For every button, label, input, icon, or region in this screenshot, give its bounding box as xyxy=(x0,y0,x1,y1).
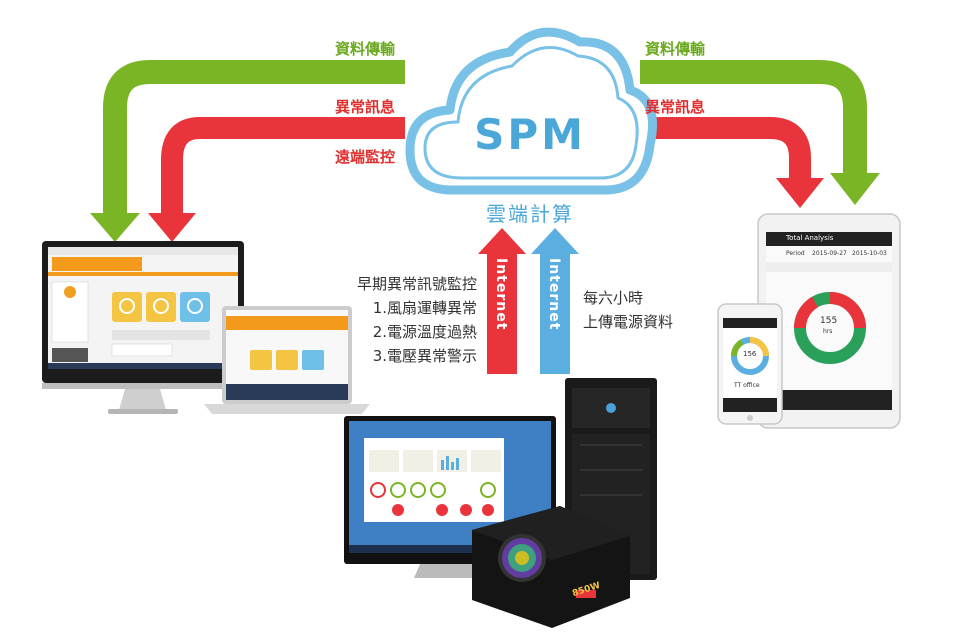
internet-uplink-blue-arrow xyxy=(531,228,579,374)
left-remote-monitor-label: 遠端監控 xyxy=(335,148,396,166)
internet-uplink-red-arrow xyxy=(478,228,526,374)
right-data-transfer-label: 資料傳輸 xyxy=(645,40,706,58)
upload-interval-note: 每六小時 xyxy=(583,289,644,307)
right-red-arrow xyxy=(640,117,824,208)
internet-label-right: Internet xyxy=(546,258,562,331)
internet-label-left: Internet xyxy=(493,258,509,331)
spm-cloud xyxy=(405,27,657,195)
early-warning-notes: 早期異常訊號監控 1.風扇運轉異常 2.電源溫度過熱 3.電壓異常警示 xyxy=(332,272,477,368)
fan-abnormal-note: 1.風扇運轉異常 xyxy=(372,299,477,317)
power-supply-unit xyxy=(472,506,630,628)
phone-center-value: 156 xyxy=(743,350,757,358)
voltage-alert-note: 3.電壓異常警示 xyxy=(372,347,477,365)
cloud-caption: 雲端計算 xyxy=(486,202,574,226)
left-green-arrow xyxy=(90,60,405,242)
tablet-date-to: 2015-10-03 xyxy=(852,250,887,257)
laptop xyxy=(204,306,370,414)
left-alert-label: 異常訊息 xyxy=(335,98,396,116)
left-data-transfer-label: 資料傳輸 xyxy=(335,40,396,58)
tablet-center-value: 155 xyxy=(820,316,838,326)
upload-data-note: 上傳電源資料 xyxy=(583,313,674,331)
desktop-monitor xyxy=(42,241,244,414)
tablet-date-from: 2015-09-27 xyxy=(812,250,847,257)
upload-schedule-notes: 每六小時 上傳電源資料 xyxy=(583,286,673,334)
right-alert-label: 異常訊息 xyxy=(645,98,706,116)
tablet-center-unit: hrs xyxy=(823,328,833,335)
phone xyxy=(717,303,783,425)
tablet xyxy=(757,213,901,429)
right-green-arrow xyxy=(640,60,880,205)
left-red-arrow xyxy=(148,117,405,242)
cloud-logo-text: SPM xyxy=(474,110,586,159)
overheat-note: 2.電源溫度過熱 xyxy=(372,323,477,341)
tablet-period-label: Period xyxy=(786,250,805,257)
early-warning-title: 早期異常訊號監控 xyxy=(356,275,477,293)
tablet-title: Total Analysis xyxy=(786,234,834,242)
phone-tt-label: TT office xyxy=(734,382,760,389)
